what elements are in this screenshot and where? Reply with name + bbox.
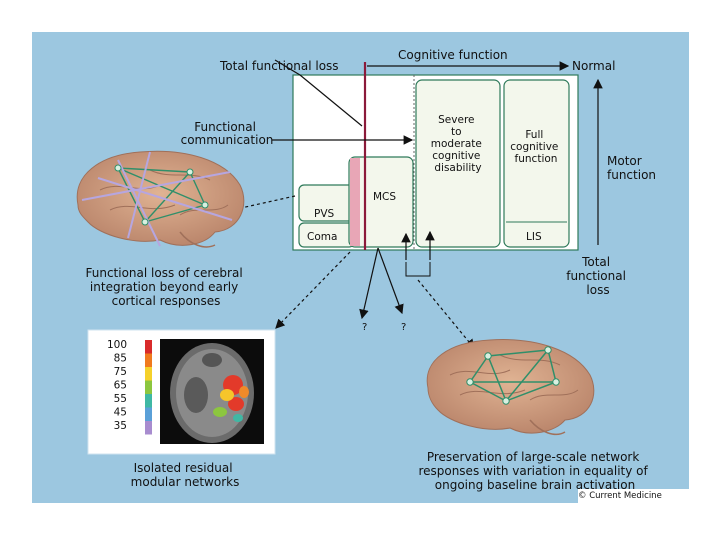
scale-color-swatch (145, 353, 152, 367)
question-mark-2: ? (401, 322, 406, 333)
coma-label: Coma (307, 231, 337, 243)
loss-diagonal-connector (274, 59, 301, 76)
bracket-to-brain-arrow (417, 279, 475, 349)
brain-left-illustration (76, 150, 245, 248)
preservation-caption: Preservation of large-scale network resp… (418, 450, 651, 492)
scale-tick-label: 65 (114, 380, 127, 392)
scale-tick-label: 55 (114, 393, 127, 405)
scale-color-swatch (145, 421, 152, 435)
mcs-down-arrow-left (359, 247, 379, 320)
scale-color-swatch (145, 407, 152, 421)
brain-right-illustration (426, 339, 595, 436)
loss-diagonal-line (299, 74, 363, 127)
scale-color-swatch (145, 394, 152, 408)
scale-color-swatch (145, 380, 152, 394)
pvs-to-brain-arrow (230, 195, 296, 213)
mcs-label: MCS (373, 191, 396, 203)
motor-function-label: Motor function (607, 154, 656, 182)
scale-color-swatch (145, 367, 152, 381)
scale-color-swatch (145, 340, 152, 354)
scale-tick-label: 75 (114, 366, 127, 378)
mcs-pink-bar (350, 158, 360, 246)
bracket (405, 262, 431, 277)
pvs-label: PVS (314, 208, 335, 220)
question-mark-1: ? (362, 322, 367, 333)
scale-tick-label: 45 (114, 407, 127, 419)
total-functional-loss-right-label: Total functional loss (566, 255, 630, 297)
lis-label: LIS (526, 231, 542, 243)
functional-loss-caption: Functional loss of cerebral integration … (85, 266, 246, 308)
brain-left-nodes (114, 164, 209, 226)
copyright-label: © Current Medicine (578, 489, 690, 503)
total-functional-loss-label: Total functional loss (219, 59, 339, 73)
cognitive-function-label: Cognitive function (398, 48, 508, 62)
severe-box (415, 79, 501, 248)
brain-left-disconnect-lines (81, 151, 233, 247)
scale-tick-label: 100 (107, 339, 127, 351)
functional-communication-label: Functional communication (181, 120, 274, 147)
isolated-caption: Isolated residual modular networks (131, 461, 240, 489)
scan-brain-image (170, 343, 254, 443)
brain-right-network (469, 349, 557, 402)
mcs-down-arrow-right (377, 247, 404, 315)
scale-tick-label: 85 (114, 353, 127, 365)
normal-label: Normal (572, 59, 615, 73)
scale-tick-label: 35 (114, 420, 127, 432)
brain-right-nodes (466, 346, 560, 405)
full-cognitive-label: Full cognitive function (510, 129, 562, 165)
coma-to-scan-arrow (275, 251, 351, 329)
full-cognitive-box (503, 79, 570, 248)
severe-label: Severe to moderate cognitive disability (431, 114, 485, 174)
